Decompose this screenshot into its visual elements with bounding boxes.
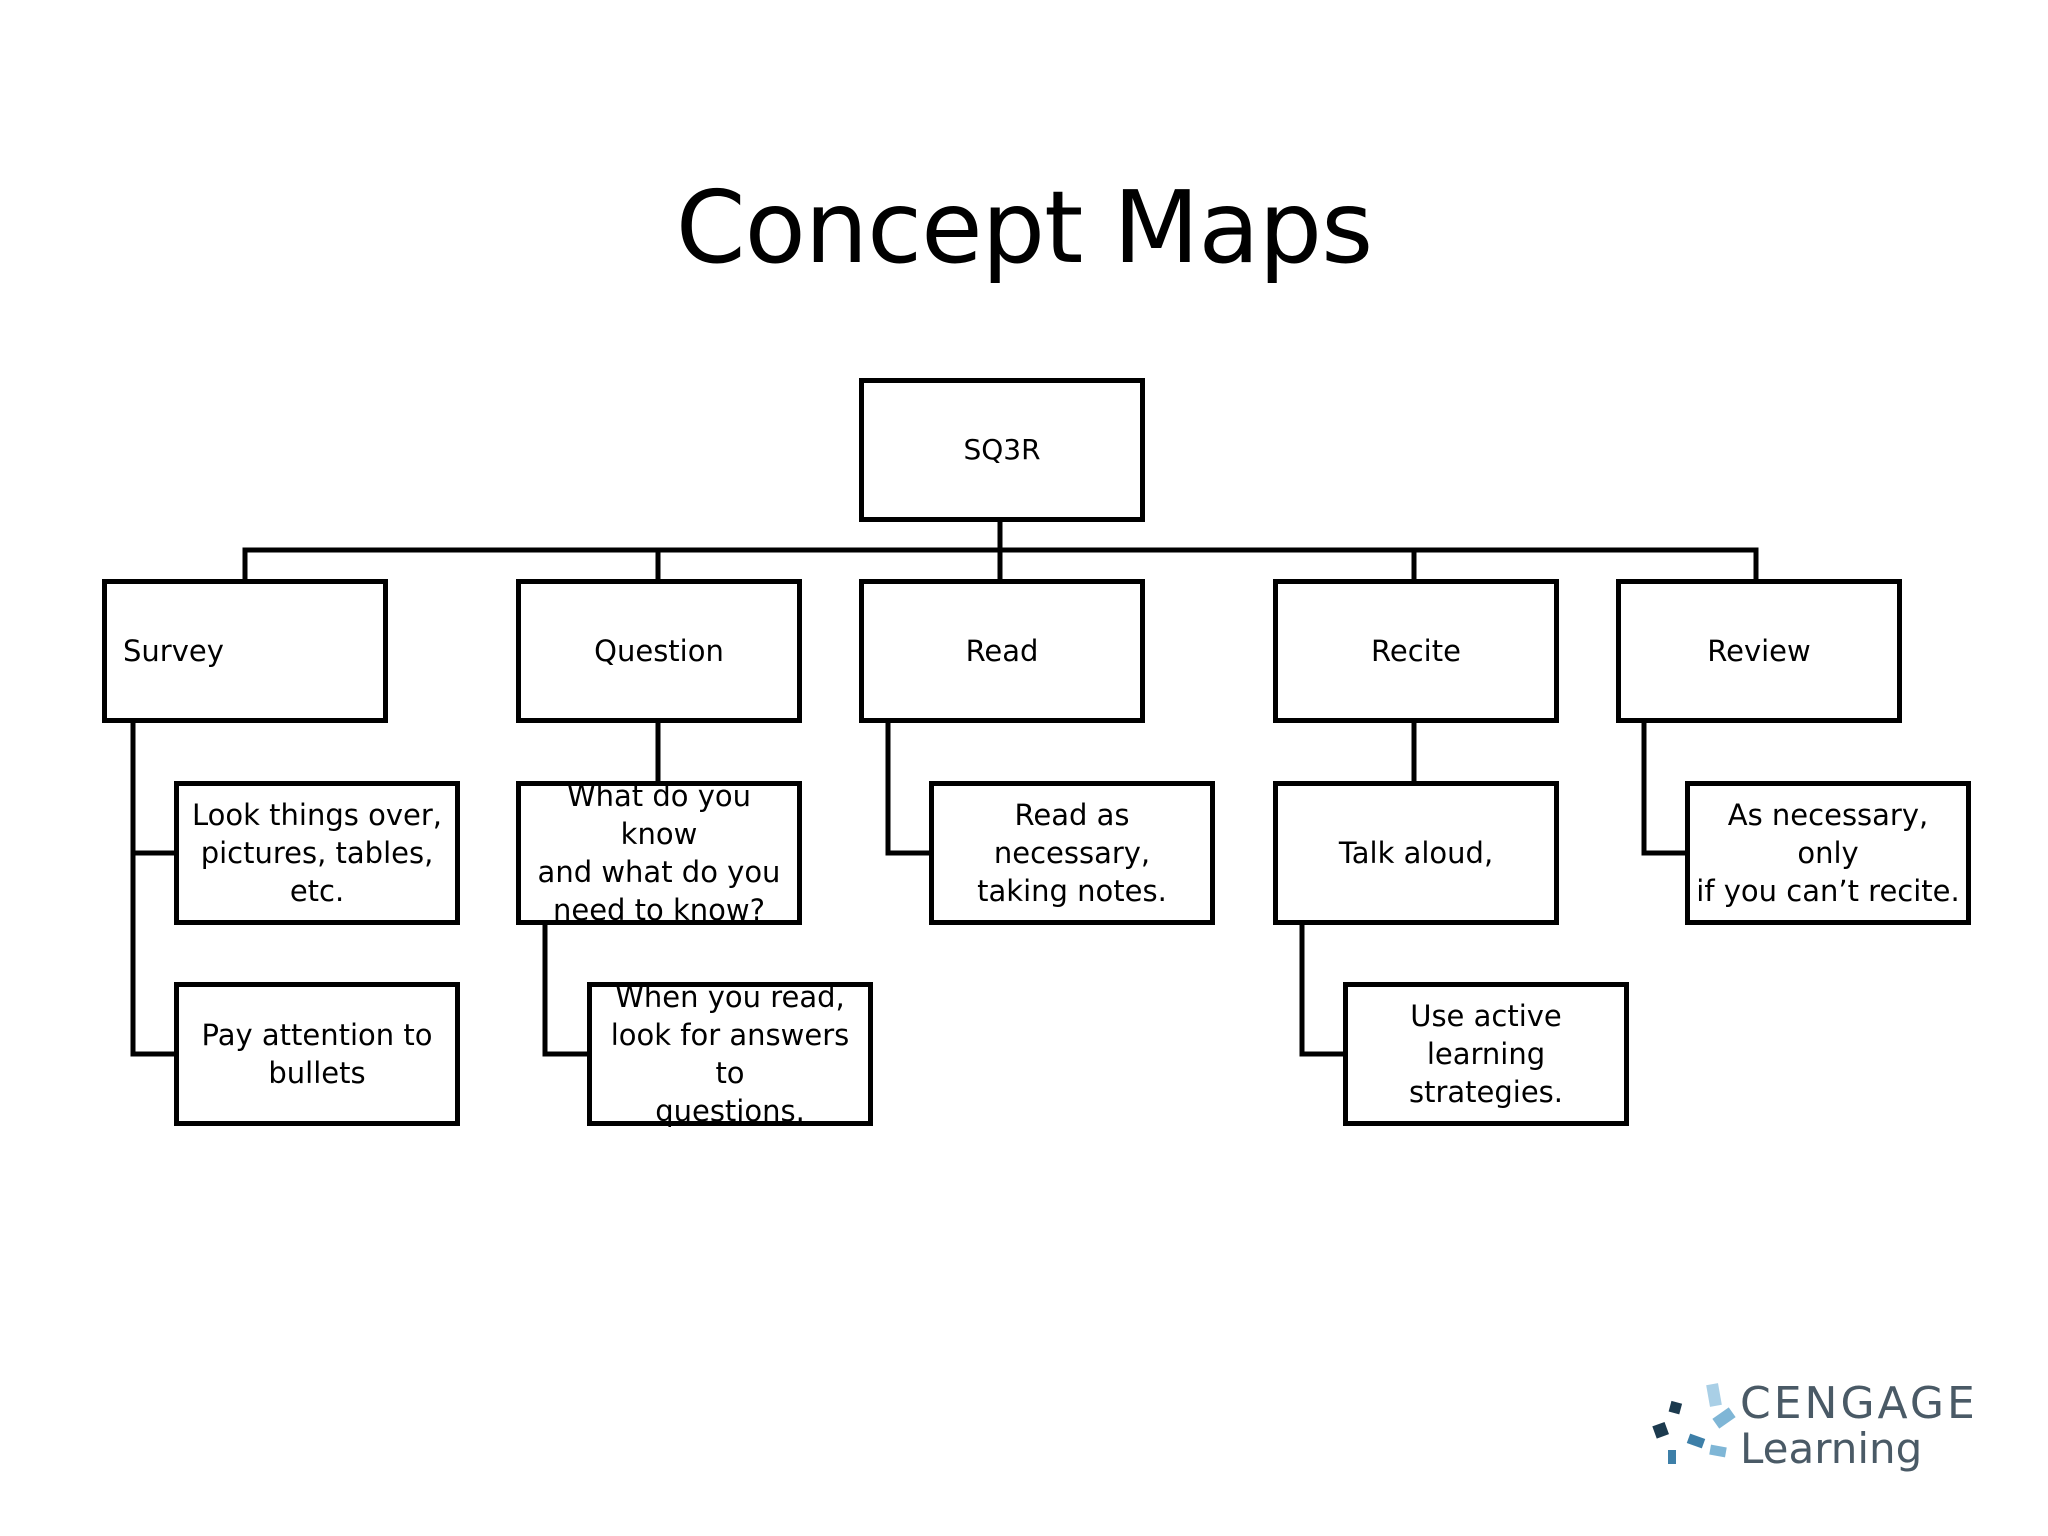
recite-child-2-text: Use active learning strategies. [1408, 999, 1564, 1109]
step-node-recite: Recite [1273, 579, 1559, 723]
cengage-logo-mark-icon [1652, 1383, 1736, 1464]
question-child-2-text: When you read, look for answers to quest… [610, 980, 850, 1128]
question-child-1: What do you know and what do you need to… [516, 779, 802, 927]
review-child-1: As necessary, only if you can’t recite. [1685, 781, 1971, 925]
step-label-survey: Survey [123, 634, 224, 668]
review-child-1-text: As necessary, only if you can’t recite. [1696, 798, 1960, 908]
logo-line-2: Learning [1740, 1424, 1923, 1473]
cengage-learning-logo: CENGAGE Learning [1648, 1372, 1978, 1482]
step-node-survey: Survey [102, 579, 388, 723]
survey-child-1: Look things over, pictures, tables, etc. [174, 781, 460, 925]
step-label-recite: Recite [1371, 634, 1461, 668]
step-label-read: Read [965, 634, 1039, 668]
slide-title: Concept Maps [675, 169, 1374, 286]
question-child-2: When you read, look for answers to quest… [587, 980, 873, 1128]
step-node-read: Read [859, 579, 1145, 723]
step-node-question: Question [516, 579, 802, 723]
recite-child-2: Use active learning strategies. [1343, 982, 1629, 1126]
recite-child-1-text: Talk aloud, [1338, 836, 1494, 870]
root-node-sq3r: SQ3R [859, 378, 1145, 522]
step-node-review: Review [1616, 579, 1902, 723]
read-child-1: Read as necessary, taking notes. [929, 781, 1215, 925]
root-node-label: SQ3R [963, 433, 1041, 466]
step-label-review: Review [1707, 634, 1811, 668]
recite-child-1: Talk aloud, [1273, 781, 1559, 925]
read-child-1-text: Read as necessary, taking notes. [977, 798, 1167, 908]
survey-child-2-text: Pay attention to bullets [201, 1018, 433, 1090]
survey-child-2: Pay attention to bullets [174, 982, 460, 1126]
survey-child-1-text: Look things over, pictures, tables, etc. [192, 798, 442, 908]
step-label-question: Question [594, 634, 724, 668]
question-child-1-text: What do you know and what do you need to… [537, 779, 781, 927]
logo-line-1: CENGAGE [1740, 1378, 1978, 1429]
